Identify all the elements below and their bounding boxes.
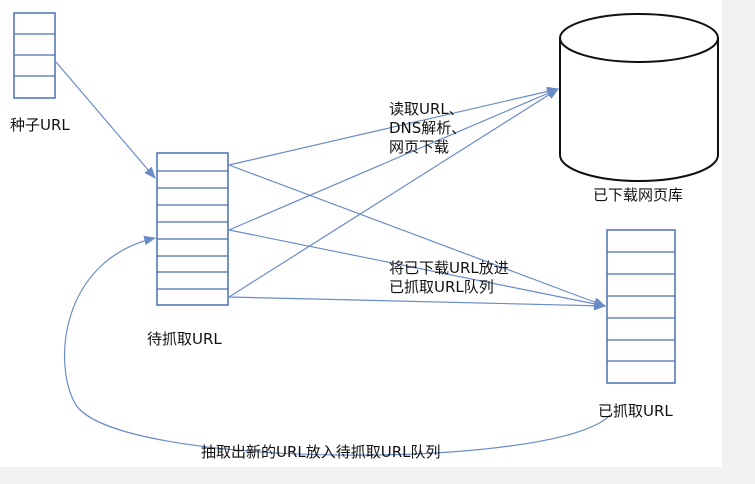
arrow-queue-to-db-3 <box>228 88 560 298</box>
flow-arrows <box>55 61 611 456</box>
seed-url-queue <box>13 12 56 99</box>
to-crawl-url-label: 待抓取URL <box>147 330 222 348</box>
read-step-label: 读取URL、 DNS解析、 网页下载 <box>389 100 485 157</box>
read-step-line-3: 网页下载 <box>389 138 450 156</box>
put-step-label: 将已下载URL放进 已抓取URL队列 <box>389 259 554 297</box>
arrow-queue-to-crawled-2 <box>228 229 607 309</box>
read-step-line-1: 读取URL、 <box>389 100 464 118</box>
right-border-strip <box>722 0 755 484</box>
downloaded-pages-label: 已下载网页库 <box>593 186 684 204</box>
arrow-queue-to-db-2 <box>228 88 560 231</box>
arrow-crawled-back-to-queue <box>63 235 611 456</box>
crawled-url-label: 已抓取URL <box>598 402 673 420</box>
arrow-queue-to-db-1 <box>228 86 560 166</box>
arrow-seed-to-queue <box>55 61 156 179</box>
seed-url-label: 种子URL <box>10 116 70 134</box>
to-crawl-url-queue <box>156 152 229 306</box>
downloaded-pages-database-icon <box>559 13 719 182</box>
arrow-queue-to-crawled-1 <box>228 164 607 307</box>
read-step-line-2: DNS解析、 <box>389 119 467 137</box>
put-step-line-2: 已抓取URL队列 <box>389 278 494 296</box>
bottom-border-strip <box>0 467 755 484</box>
put-step-line-1: 将已下载URL放进 <box>389 259 509 277</box>
extract-step-label: 抽取出新的URL放入待抓取URL队列 <box>201 443 441 461</box>
arrow-queue-to-crawled-3 <box>228 296 607 311</box>
crawled-url-queue <box>606 229 676 384</box>
